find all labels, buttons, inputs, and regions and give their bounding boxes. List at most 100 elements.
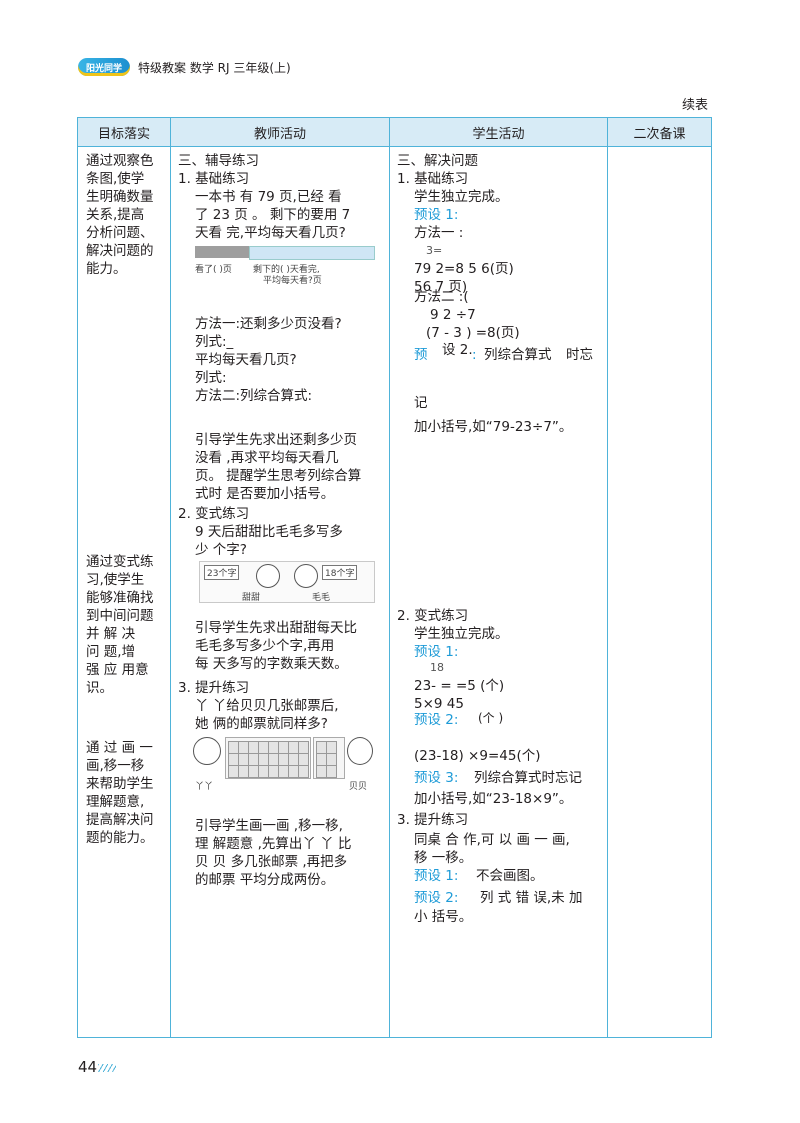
goal-line: 通过变式练 (86, 554, 154, 570)
method-line: 方法二 :( (414, 289, 469, 305)
publisher-logo: 阳光同学 (78, 58, 130, 76)
problem-line: 天看 完,平均每天看几页? (195, 225, 346, 241)
equation-line: 9 2 ÷7 (430, 307, 476, 323)
goals-cell: 通过观察色 条图,使学 生明确数量 关系,提高 分析问题、 解决问题的 能力。 … (77, 146, 171, 1038)
tiantian-count: 23个字 (204, 565, 240, 580)
goal-line: 理解题意, (86, 794, 145, 810)
guide-line: 毛毛多写多少个字,再用 (195, 638, 335, 654)
goal-line: 来帮助学生 (86, 776, 154, 792)
beibei-stamps (313, 737, 345, 779)
subsection-title: 1. 基础练习 (397, 171, 469, 187)
goal-line: 解决问题的 (86, 243, 154, 259)
writing-illustration: 23个字 18个字 甜甜 毛毛 (199, 561, 375, 603)
notes-cell[interactable] (607, 146, 712, 1038)
formula-line: 列式: (195, 370, 227, 386)
guide-line: 理 解题意 ,先算出丫 丫 比 (195, 836, 352, 852)
goal-line: 识。 (86, 680, 113, 696)
student-cell: 三、解决问题 1. 基础练习 学生独立完成。 预设 1: 方法一 : 3= 79… (389, 146, 608, 1038)
maomao-figure (294, 564, 318, 588)
question-line: 平均每天看几页? (195, 352, 297, 368)
read-bar (195, 246, 249, 258)
subsection-title: 2. 变式练习 (178, 506, 250, 522)
goal-line: 题的能力。 (86, 830, 154, 846)
goal-line: 关系,提高 (86, 207, 145, 223)
maomao-label: 毛毛 (312, 593, 331, 603)
preset-text: 列 式 错 误,未 加 (480, 890, 583, 906)
problem-line: 一本书 有 79 页,已经 看 (195, 189, 342, 205)
running-header: 阳光同学 特级教案 数学 RJ 三年级(上) (78, 56, 291, 78)
stamp (326, 765, 337, 778)
equation-line: 79 2=8 5 6(页) (414, 261, 514, 277)
preset-text: 加小括号,如“23-18×9”。 (414, 791, 573, 807)
problem-line: 丫 丫给贝贝几张邮票后, (195, 698, 339, 714)
preset-text: 小 括号。 (414, 909, 473, 925)
answer-line: 学生独立完成。 (414, 189, 509, 205)
preset-colon: : (472, 347, 477, 363)
beibei-label: 贝贝 (349, 782, 368, 792)
goal-line: 能够准确找 (86, 590, 154, 606)
teacher-cell: 三、辅导练习 1. 基础练习 一本书 有 79 页,已经 看 了 23 页 。 … (170, 146, 390, 1038)
preset-text: 不会画图。 (476, 868, 544, 884)
equation-line: 5×9 45 (414, 696, 464, 712)
subsection-title: 1. 基础练习 (178, 171, 250, 187)
preset-text: 加小括号,如“79-23÷7”。 (414, 419, 573, 435)
answer-line: 同桌 合 作,可 以 画 一 画, (414, 832, 570, 848)
goal-line: 问 题,增 (86, 644, 136, 660)
preset-label: 预设 1: (414, 644, 459, 660)
guide-line: 式时 是否要加小括号。 (195, 486, 335, 502)
bar-diagram: 看了( )页 剩下的( )天看完, 平均每天看?页 (195, 246, 375, 286)
equation-line: (23-18) ×9=45(个) (414, 748, 541, 764)
equation-line: (个 ) (478, 711, 504, 725)
preset-text: 记 (414, 395, 428, 411)
remain-bar (249, 246, 375, 260)
preset-label: 预 (414, 347, 428, 363)
col-header-teacher: 教师活动 (170, 117, 390, 147)
guide-line: 引导学生先求出还剩多少页 (195, 432, 357, 448)
preset-text: 列综合算式 (484, 347, 552, 363)
problem-line: 她 俩的邮票就同样多? (195, 716, 328, 732)
preset-label: 预设 2: (414, 890, 459, 906)
goal-line: 通 过 画 一 (86, 740, 153, 756)
equation-line: (7 - 3 ) =8(页) (426, 325, 520, 341)
guide-line: 引导学生画一画 ,移一移, (195, 818, 343, 834)
goal-line: 提高解决问 (86, 812, 154, 828)
preset-label: 预设 1: (414, 868, 459, 884)
goal-line: 习,使学生 (86, 572, 145, 588)
yaya-stamps (225, 737, 311, 779)
col-header-goals: 目标落实 (77, 117, 171, 147)
beibei-figure (347, 737, 373, 765)
page-number: 44 (78, 1058, 98, 1076)
goal-line: 能力。 (86, 261, 127, 277)
answer-line: 学生独立完成。 (414, 626, 509, 642)
goal-line: 并 解 决 (86, 626, 136, 642)
subsection-title: 3. 提升练习 (397, 812, 469, 828)
maomao-count: 18个字 (322, 565, 358, 580)
equation-line: 23- = =5 (个) (414, 678, 505, 694)
goal-line: 画,移一移 (86, 758, 145, 774)
preset-label: 预设 1: (414, 207, 459, 223)
tiantian-label: 甜甜 (242, 593, 261, 603)
section-title: 三、解决问题 (397, 153, 478, 169)
equation-line: 18 (430, 661, 444, 674)
goal-line: 分析问题、 (86, 225, 154, 241)
col-header-notes: 二次备课 (607, 117, 712, 147)
preset-label: 设 2. (442, 342, 473, 358)
guide-line: 每 天多写的字数乘天数。 (195, 656, 348, 672)
problem-line: 了 23 页 。 剩下的要用 7 (195, 207, 351, 223)
equation-line: 3= (426, 244, 443, 257)
guide-line: 的邮票 平均分成两份。 (195, 872, 335, 888)
preset-label: 预设 3: (414, 770, 459, 786)
equation-line: 56 7 页) (414, 279, 468, 295)
goal-line: 条图,使学 (86, 171, 145, 187)
avg-label: 平均每天看?页 (263, 276, 322, 286)
section-title: 三、辅导练习 (178, 153, 259, 169)
problem-line: 9 天后甜甜比毛毛多写多 (195, 524, 343, 540)
preset-label: 预设 2: (414, 712, 459, 728)
guide-line: 没看 ,再求平均每天看几 (195, 450, 339, 466)
table-header-row: 目标落实 教师活动 学生活动 二次备课 (77, 117, 712, 147)
goal-line: 强 应 用意 (86, 662, 149, 678)
lesson-table: 目标落实 教师活动 学生活动 二次备课 通过观察色 条图,使学 生明确数量 关系… (77, 117, 712, 1038)
preset-text: 时忘 (566, 347, 593, 363)
method-one: 方法一:还剩多少页没看? (195, 316, 342, 332)
guide-line: 引导学生先求出甜甜每天比 (195, 620, 357, 636)
